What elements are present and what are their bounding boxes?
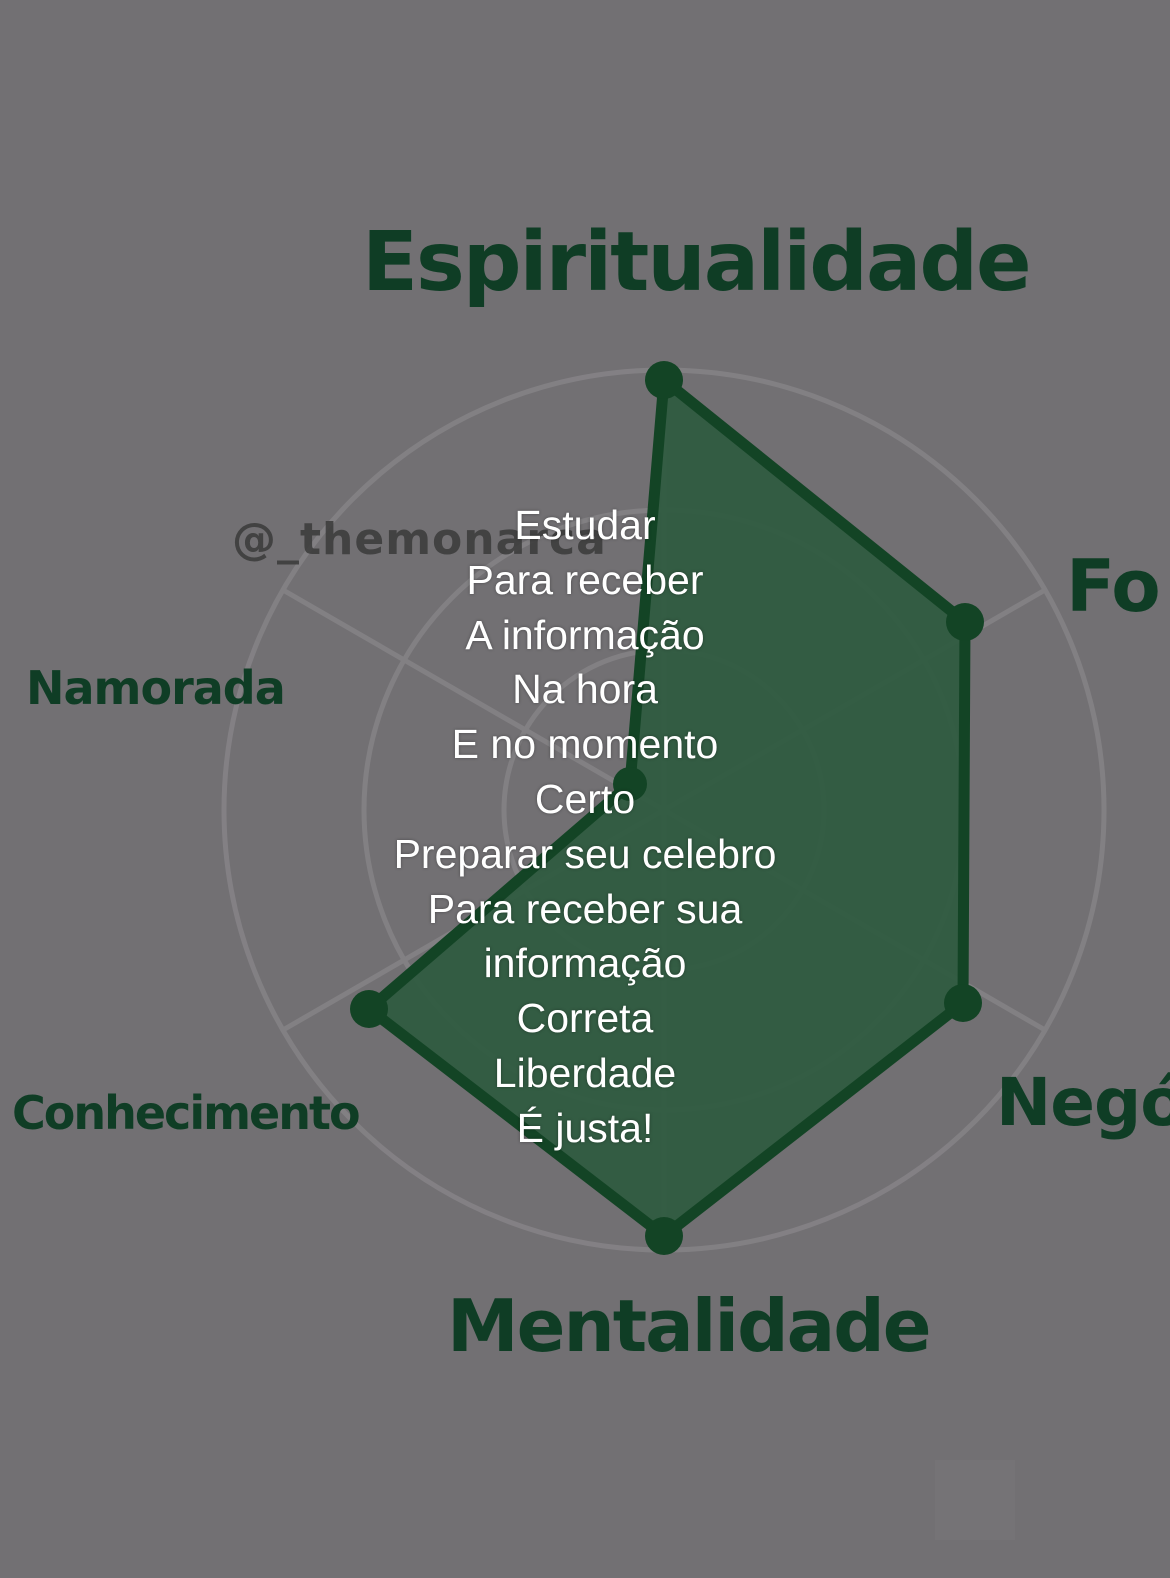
radar-point-upper-left — [613, 767, 647, 801]
caption-line: A informação — [465, 611, 705, 658]
axis-label-right: Fo — [1066, 544, 1161, 628]
watermark: @_themonarca — [232, 514, 607, 565]
radar-point-lower-right — [944, 984, 982, 1022]
radar-point-top — [645, 361, 683, 399]
axis-label-lower-left: Conhecimento — [12, 1086, 361, 1140]
caption-line: É justa! — [516, 1104, 654, 1151]
axis-label-lower-right: Negó — [996, 1064, 1170, 1141]
caption-line: Estudar — [514, 502, 656, 548]
caption-line: Liberdade — [493, 1049, 677, 1096]
radar-point-lower-left — [350, 990, 388, 1028]
caption-line: E no momento — [451, 721, 719, 768]
grid-spoke-upper-left — [281, 587, 666, 813]
radar-points — [350, 361, 984, 1255]
caption-line: Para receber sua — [427, 885, 743, 932]
caption-overlay: Estudar Para receber A informação Na hor… — [285, 498, 885, 1156]
caption-line: informação — [483, 940, 687, 987]
caption-line: Certo — [534, 775, 636, 822]
caption-line: Na hora — [512, 666, 658, 713]
caption-line: Para receber — [466, 556, 704, 603]
axis-label-upper-left: Namorada — [26, 661, 286, 715]
axis-label-bottom: Mentalidade — [447, 1284, 932, 1368]
radar-point-right — [946, 603, 984, 641]
caption-line: Preparar seu celebro — [393, 830, 777, 877]
radar-point-bottom — [645, 1217, 683, 1255]
background-patch — [935, 1460, 1015, 1540]
caption-line: Correta — [516, 995, 654, 1042]
axis-label-top: Espiritualidade — [362, 215, 1032, 310]
